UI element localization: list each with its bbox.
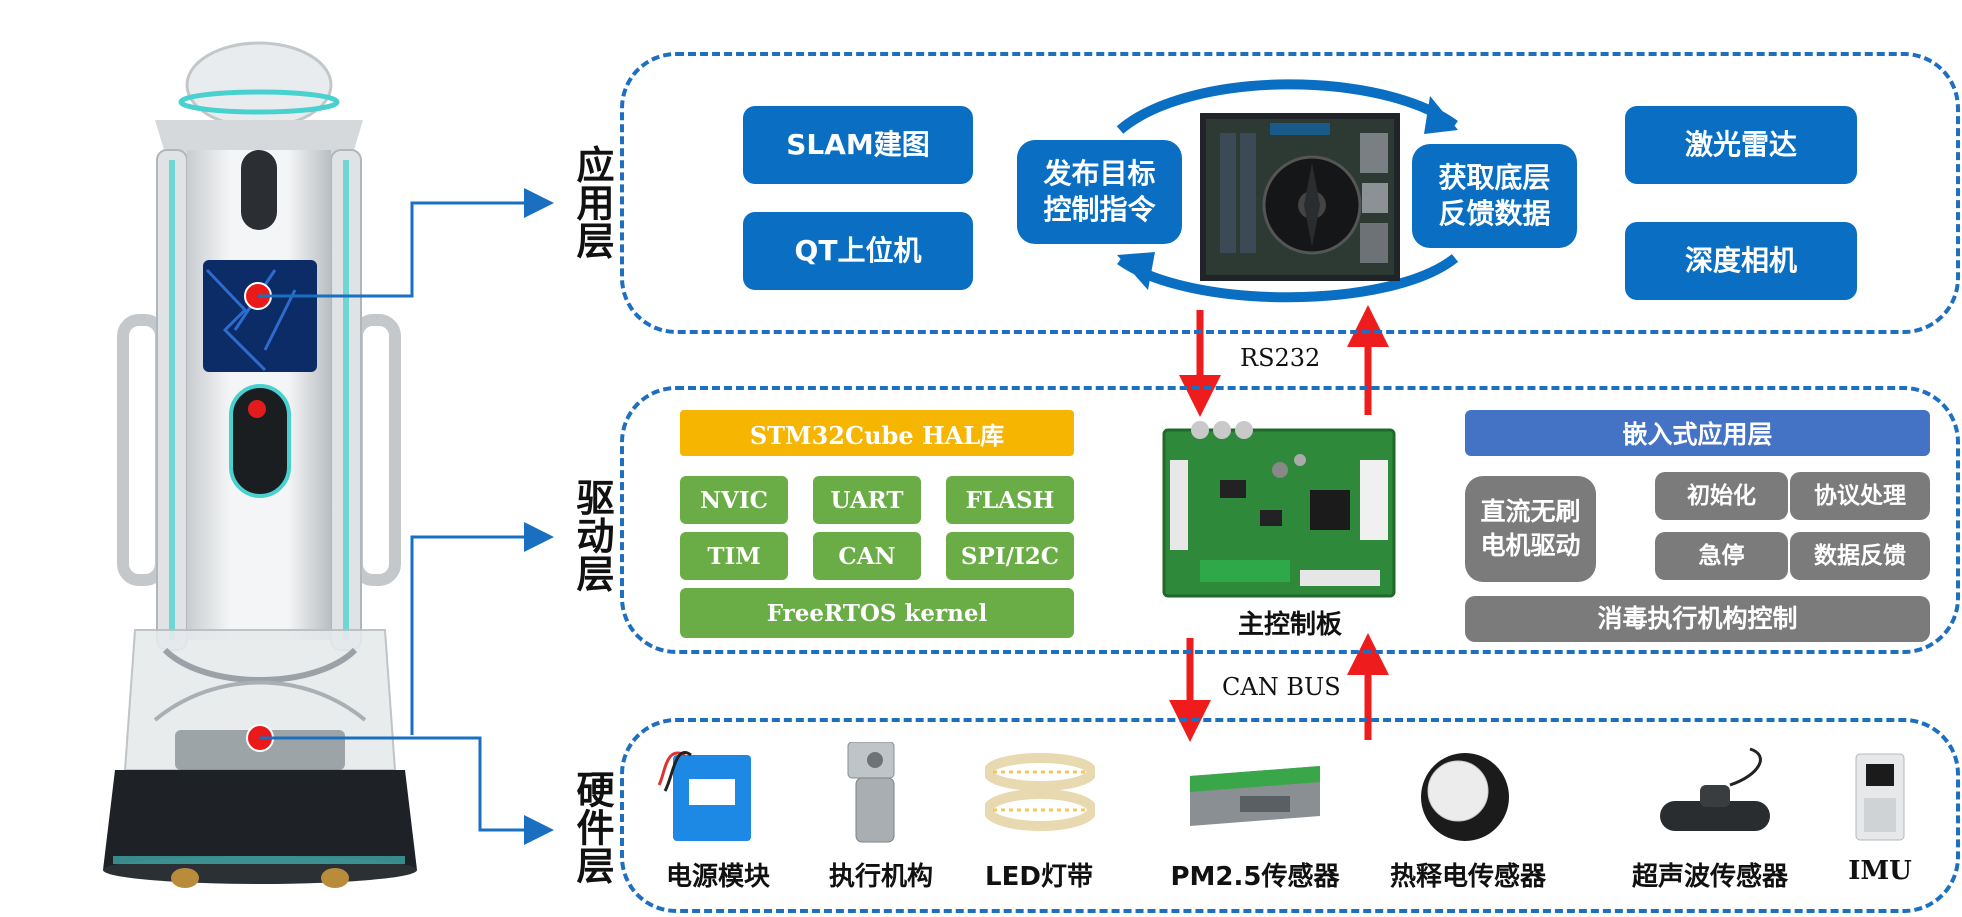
feedback-function: 数据反馈 <box>1790 532 1930 580</box>
robot-illustration <box>103 41 417 888</box>
pm25-sensor-image <box>1190 766 1320 826</box>
main-board-label: 主控制板 <box>1237 610 1342 640</box>
hardware-layer-box <box>620 718 1960 913</box>
main-board-image <box>1162 421 1396 598</box>
hw-actuator: 执行机构 <box>828 862 933 892</box>
freertos-kernel: FreeRTOS kernel <box>680 588 1074 638</box>
acquire-feedback-box: 获取底层 反馈数据 <box>1412 144 1577 248</box>
hw-pir-sensor: 热释电传感器 <box>1389 862 1546 892</box>
lidar-button[interactable]: 激光雷达 <box>1625 106 1857 184</box>
bldc-motor-drive: 直流无刷 电机驱动 <box>1465 476 1596 582</box>
app-layer-box <box>620 52 1960 334</box>
ultrasonic-sensor-image <box>1660 747 1770 831</box>
embedded-app-header: 嵌入式应用层 <box>1465 410 1930 456</box>
indicator-light <box>248 400 266 418</box>
publish-command-box: 发布目标 控制指令 <box>1017 140 1182 244</box>
led-strip-image <box>985 753 1095 831</box>
hw-ultrasonic-sensor: 超声波传感器 <box>1631 862 1788 892</box>
tim-module: TIM <box>680 532 788 580</box>
spi-i2c-module: SPI/I2C <box>946 532 1074 580</box>
app-layer-label: 应用层 <box>570 145 614 259</box>
hal-library-header: STM32Cube HAL库 <box>680 410 1074 456</box>
hw-pm25-sensor: PM2.5传感器 <box>1170 862 1340 892</box>
industrial-pc-image <box>1200 113 1400 281</box>
battery-image <box>657 751 751 841</box>
can-module: CAN <box>813 532 921 580</box>
estop-function: 急停 <box>1655 532 1788 580</box>
slam-mapping-button[interactable]: SLAM建图 <box>743 106 973 184</box>
driver-layer-label: 驱动层 <box>570 478 614 592</box>
can-bus-label: CAN BUS <box>1222 673 1341 701</box>
disinfect-control: 消毒执行机构控制 <box>1465 596 1930 642</box>
uart-module: UART <box>813 476 921 524</box>
flash-module: FLASH <box>946 476 1074 524</box>
actuator-image <box>847 742 895 843</box>
hw-imu: IMU <box>1848 856 1912 886</box>
protocol-function: 协议处理 <box>1790 472 1930 520</box>
hw-led-strip: LED灯带 <box>985 862 1093 892</box>
nvic-module: NVIC <box>680 476 788 524</box>
rs232-label: RS232 <box>1240 344 1321 372</box>
depth-camera-button[interactable]: 深度相机 <box>1625 222 1857 300</box>
pir-sensor-image <box>1421 753 1509 841</box>
driver-layer-box <box>620 386 1960 654</box>
qt-host-button[interactable]: QT上位机 <box>743 212 973 290</box>
hardware-layer-label: 硬件层 <box>570 770 614 884</box>
hw-power-module: 电源模块 <box>665 862 770 892</box>
init-function: 初始化 <box>1655 472 1788 520</box>
imu-image <box>1855 753 1905 841</box>
